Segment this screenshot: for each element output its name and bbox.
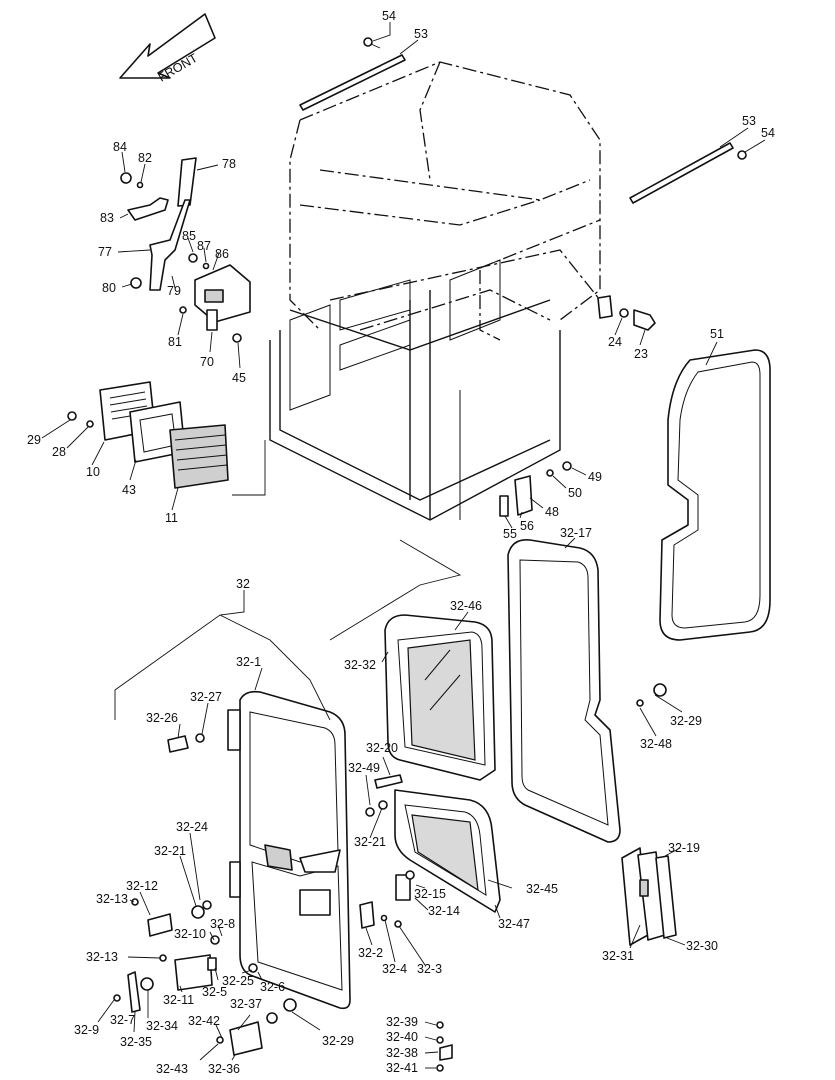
label-77: 77 xyxy=(98,245,112,259)
label-32-49: 32-49 xyxy=(348,761,380,775)
label-54: 54 xyxy=(382,9,396,23)
label-56: 56 xyxy=(520,519,534,533)
label-32-25: 32-25 xyxy=(222,974,254,988)
door-frame-32-1 xyxy=(227,690,351,1010)
label-70: 70 xyxy=(200,355,214,369)
label-32-21: 32-21 xyxy=(354,835,386,849)
label-32-29: 32-29 xyxy=(670,714,702,728)
front-arrow: FRONT xyxy=(119,13,216,85)
door-hardware xyxy=(113,683,667,1072)
label-81: 81 xyxy=(168,335,182,349)
label-45: 45 xyxy=(232,371,246,385)
label-32-6: 32-6 xyxy=(260,980,285,994)
side-strip-32-19 xyxy=(621,847,677,946)
label-78: 78 xyxy=(222,157,236,171)
label-32-4: 32-4 xyxy=(382,962,407,976)
label-32-9: 32-9 xyxy=(74,1023,99,1037)
label-32-31: 32-31 xyxy=(602,949,634,963)
label-32-13: 32-13 xyxy=(86,950,118,964)
label-32-14: 32-14 xyxy=(428,904,460,918)
label-24: 24 xyxy=(608,335,622,349)
part-labels: 54 53 53 54 84 82 78 83 85 87 86 77 80 7… xyxy=(27,9,775,1076)
label-83: 83 xyxy=(100,211,114,225)
label-32-34: 32-34 xyxy=(146,1019,178,1033)
label-32-24: 32-24 xyxy=(176,820,208,834)
label-32-8: 32-8 xyxy=(210,917,235,931)
label-32-5: 32-5 xyxy=(202,985,227,999)
label-50: 50 xyxy=(568,486,582,500)
label-43: 43 xyxy=(122,483,136,497)
label-32-2: 32-2 xyxy=(358,946,383,960)
label-32-45: 32-45 xyxy=(526,882,558,896)
label-32-15: 32-15 xyxy=(414,887,446,901)
label-32-1: 32-1 xyxy=(236,655,261,669)
label-10: 10 xyxy=(86,465,100,479)
label-28: 28 xyxy=(52,445,66,459)
label-32-47: 32-47 xyxy=(498,917,530,931)
label-32-41: 32-41 xyxy=(386,1061,418,1075)
label-32-21: 32-21 xyxy=(154,844,186,858)
label-54: 54 xyxy=(761,126,775,140)
label-32-7: 32-7 xyxy=(110,1013,135,1027)
rail-left-53 xyxy=(299,37,406,111)
label-32-11: 32-11 xyxy=(163,993,194,1007)
label-32-29: 32-29 xyxy=(322,1034,354,1048)
filter-group xyxy=(67,381,229,489)
label-32-39: 32-39 xyxy=(386,1015,418,1029)
label-32-10: 32-10 xyxy=(174,927,206,941)
lower-window-32-45 xyxy=(394,789,501,913)
label-32-13: 32-13 xyxy=(96,892,128,906)
label-51: 51 xyxy=(710,327,724,341)
label-32-20: 32-20 xyxy=(366,741,398,755)
label-32-30: 32-30 xyxy=(686,939,718,953)
label-32-19: 32-19 xyxy=(668,841,700,855)
seal-32-17 xyxy=(507,538,621,843)
label-32-12: 32-12 xyxy=(126,879,158,893)
label-85: 85 xyxy=(182,229,196,243)
label-82: 82 xyxy=(138,151,152,165)
cab-frame xyxy=(269,61,601,521)
bracket-assembly xyxy=(120,157,251,343)
rail-right-53 xyxy=(629,142,747,204)
label-32-48: 32-48 xyxy=(640,737,672,751)
label-84: 84 xyxy=(113,140,127,154)
label-32-36: 32-36 xyxy=(208,1062,240,1076)
label-79: 79 xyxy=(167,284,181,298)
label-32-3: 32-3 xyxy=(417,962,442,976)
label-53: 53 xyxy=(414,27,428,41)
label-53: 53 xyxy=(742,114,756,128)
label-32: 32 xyxy=(236,577,250,591)
label-32-35: 32-35 xyxy=(120,1035,152,1049)
label-80: 80 xyxy=(102,281,116,295)
leader-lines xyxy=(41,22,766,1069)
label-87: 87 xyxy=(197,239,211,253)
label-32-37: 32-37 xyxy=(230,997,262,1011)
label-32-17: 32-17 xyxy=(560,526,592,540)
label-23: 23 xyxy=(634,347,648,361)
label-55: 55 xyxy=(503,527,517,541)
label-32-38: 32-38 xyxy=(386,1046,418,1060)
label-48: 48 xyxy=(545,505,559,519)
label-32-40: 32-40 xyxy=(386,1030,418,1044)
label-32-42: 32-42 xyxy=(188,1014,220,1028)
label-32-27: 32-27 xyxy=(190,690,222,704)
latch-parts xyxy=(499,295,656,517)
label-49: 49 xyxy=(588,470,602,484)
label-86: 86 xyxy=(215,247,229,261)
upper-window-32-32 xyxy=(384,614,496,781)
label-11: 11 xyxy=(165,511,178,525)
label-29: 29 xyxy=(27,433,41,447)
label-32-46: 32-46 xyxy=(450,599,482,613)
label-32-43: 32-43 xyxy=(156,1062,188,1076)
label-32-26: 32-26 xyxy=(146,711,178,725)
side-seal-51 xyxy=(659,349,771,641)
label-32-32: 32-32 xyxy=(344,658,376,672)
